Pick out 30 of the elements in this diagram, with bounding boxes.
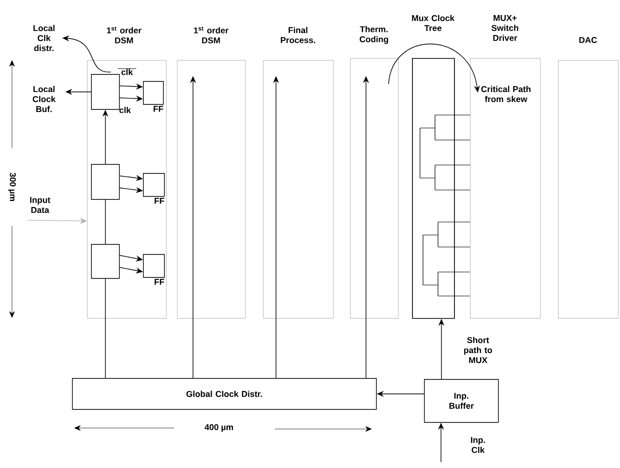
box-label: FF	[154, 106, 164, 112]
node-label: Mux Clock Tree	[412, 14, 455, 32]
box-label: FF	[154, 278, 164, 285]
node-label: MUX+ Switch Driver	[492, 15, 518, 41]
text-label: clk	[118, 68, 136, 76]
column-box: Mux Clock Tree	[412, 14, 455, 319]
column-box: DAC	[558, 37, 619, 319]
block-box: Inp. Buffer	[424, 379, 499, 423]
buffer-box	[91, 164, 120, 200]
node-label: 1$^{st}$ order DSM	[194, 26, 228, 44]
node-label: DAC	[579, 36, 597, 44]
column-box: Final Process.	[263, 26, 334, 319]
dimension-label: 400 µm	[204, 424, 233, 432]
text-label: Local Clock Buf.	[32, 86, 56, 112]
dimension-label: 300 µm	[8, 172, 16, 201]
text-label: Local Clk distr.	[33, 24, 54, 52]
edge-label: Short path to MUX	[464, 336, 492, 364]
node-label: 1$^{st}$ order DSM	[106, 26, 142, 44]
box-label: FF	[154, 198, 164, 204]
signal-label: clk	[119, 106, 131, 114]
edge-label: Inp. Clk	[471, 437, 485, 453]
buffer-box	[91, 244, 120, 279]
buffer-box	[91, 74, 120, 110]
node-label: Therm. Coding	[360, 26, 388, 44]
text-label: Critical Path from skew	[481, 86, 530, 102]
text-label: Input Data	[30, 197, 50, 213]
block-box: Global Clock Distr.	[72, 378, 377, 410]
column-box: 1$^{st}$ order DSM	[177, 26, 246, 319]
column-box: Therm. Coding	[350, 26, 399, 319]
node-label: Final Process.	[280, 26, 316, 44]
